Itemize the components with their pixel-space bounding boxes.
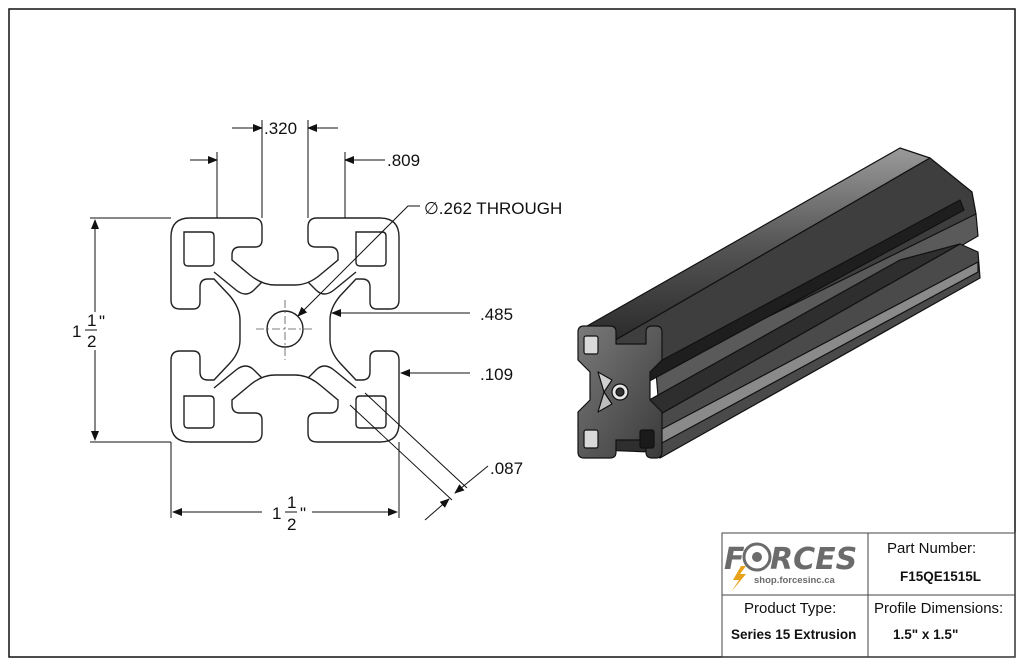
forces-logo: FORCES shop.forcesinc.ca <box>724 542 857 592</box>
product-type-label: Product Type: <box>744 600 836 617</box>
title-block <box>721 532 1016 658</box>
dim-width: 1 1 2 " <box>272 493 306 534</box>
logo-url: shop.forcesinc.ca <box>754 575 835 586</box>
corner-cavity-bl <box>183 395 215 429</box>
dim-height-num: 1 <box>87 311 96 330</box>
lightning-bolt-icon <box>731 566 746 592</box>
dim-width-num: 1 <box>287 493 296 512</box>
part-number-label: Part Number: <box>887 540 976 557</box>
part-number-value: F15QE1515L <box>900 569 981 584</box>
profile-dimensions-value: 1.5" x 1.5" <box>893 627 958 642</box>
dim-wall: .109 <box>480 365 513 384</box>
core-wall-br <box>307 365 357 389</box>
dim-width-unit: " <box>300 504 306 523</box>
extrusion-3d-view <box>577 147 981 459</box>
dim-height-unit: " <box>99 312 105 331</box>
profile-section <box>170 217 400 443</box>
profile-dimensions-label: Profile Dimensions: <box>874 600 1003 617</box>
corner-cavity-tr <box>355 231 387 267</box>
core-wall-tl <box>213 271 263 295</box>
corner-cavity-tl <box>183 231 215 267</box>
dim-slot-span: .809 <box>387 151 420 170</box>
dim-hole-note: ∅.262 THROUGH <box>424 199 562 218</box>
dim-slot-width: .320 <box>264 119 297 138</box>
profile-outline <box>170 217 400 443</box>
dim-height-whole: 1 <box>72 322 81 341</box>
dim-width-whole: 1 <box>272 504 281 523</box>
dim-height-den: 2 <box>87 332 96 351</box>
core-wall-bl <box>213 365 263 389</box>
dim-core-offset: .485 <box>480 305 513 324</box>
dim-width-den: 2 <box>287 515 296 534</box>
dim-height: 1 1 2 " <box>72 311 105 351</box>
corner-cavity-br <box>355 395 387 429</box>
core-wall-tr <box>307 271 357 295</box>
gear-icon <box>742 542 772 572</box>
product-type-value: Series 15 Extrusion <box>731 627 856 642</box>
dim-lip: .087 <box>490 459 523 478</box>
sheet-border <box>8 8 1016 658</box>
dimension-lines <box>90 120 489 521</box>
